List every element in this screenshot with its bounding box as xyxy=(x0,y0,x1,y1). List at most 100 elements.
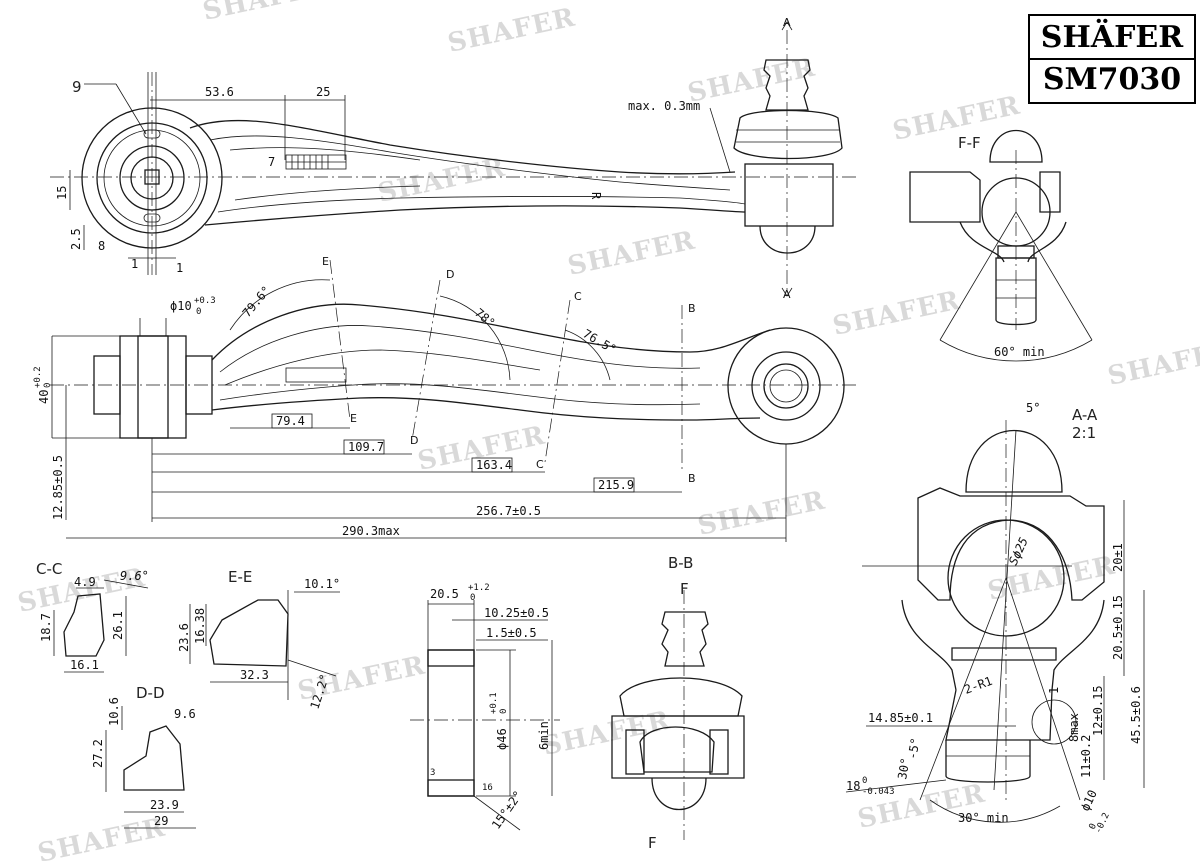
section-cc: C-C 4.9 9.6° 18.7 26.1 16.1 xyxy=(36,560,149,673)
section-ff: F-F 60° min xyxy=(909,129,1093,362)
aa-dim-5: 5° xyxy=(1026,401,1040,415)
dim-7: 7 xyxy=(268,155,275,169)
bushing-tol-lower: 0 xyxy=(470,593,475,603)
aa-dim-1: 1 xyxy=(1047,687,1061,694)
ee-dim-32-3: 32.3 xyxy=(240,668,269,682)
bushing-d46-tol-lower: 0 xyxy=(499,709,509,714)
bushing-dim-3: 3 xyxy=(430,768,435,778)
section-bb-mark-f: F xyxy=(680,580,689,598)
watermark: SHAFER xyxy=(695,486,828,542)
cc-dim-26-1: 26.1 xyxy=(111,611,125,640)
dd-dim-9-6: 9.6 xyxy=(174,707,196,721)
watermark: SHAFER xyxy=(540,706,673,762)
section-dd: D-D 10.6 9.6 27.2 23.9 29 xyxy=(91,684,196,829)
height-tol-lower: 0 xyxy=(43,383,53,388)
angle-78: 78° xyxy=(472,306,498,331)
aa-phi10-tol-upper: 0 xyxy=(1088,822,1099,831)
dim-1-left: 1 xyxy=(131,257,138,271)
item-label: 9 xyxy=(72,78,82,96)
offset-dim: 12.85±0.5 xyxy=(51,455,65,520)
section-aa-title: A-A xyxy=(1072,406,1098,424)
part-number: SM7030 xyxy=(1042,62,1182,97)
aa-dim-12: 12±0.15 xyxy=(1091,685,1105,736)
dd-dim-10-6: 10.6 xyxy=(107,697,121,726)
section-ee-title: E-E xyxy=(228,568,252,586)
brand-name: SHÄFER xyxy=(1030,18,1194,60)
cc-dim-9-6: 9.6° xyxy=(120,569,149,583)
bushing-dim-10-25: 10.25±0.5 xyxy=(484,606,549,620)
watermark: SHAFER xyxy=(685,53,818,109)
angle-79-6: 79.6° xyxy=(240,283,274,320)
length-163-4: 163.4 xyxy=(476,458,512,472)
dim-25: 25 xyxy=(316,85,330,99)
section-mark-a: A xyxy=(783,288,791,301)
section-dd-title: D-D xyxy=(136,684,165,702)
aa-d18-tol-upper: 0 xyxy=(862,776,867,786)
top-view: R A A 9 53.6 25 7 15 2.5 8 1 1 max. 0.3m… xyxy=(50,16,860,301)
section-bb: B-B F F xyxy=(611,554,745,852)
section-letter-d: D xyxy=(410,434,418,447)
section-letter-c: C xyxy=(574,290,582,303)
bushing-dim-16: 16 xyxy=(482,783,493,793)
bushing-tol-upper: +1.2 xyxy=(468,583,490,593)
bushing-angle: 15°±2° xyxy=(489,788,525,832)
aa-dim-20: 20±1 xyxy=(1111,543,1125,572)
bore-tol-upper: +0.3 xyxy=(194,296,216,306)
dim-1-right: 1 xyxy=(176,261,183,275)
watermark: SHAFER xyxy=(1105,336,1200,392)
watermark: SHAFER xyxy=(985,551,1118,607)
length-109-7: 109.7 xyxy=(348,440,384,454)
section-ee: E-E 10.1° 23.6 16.38 32.3 12.2° xyxy=(177,568,340,711)
aa-dim-11: 11±0.2 xyxy=(1079,735,1093,778)
section-bb-title: B-B xyxy=(668,554,693,572)
dim-15: 15 xyxy=(55,186,69,200)
cc-dim-18-7: 18.7 xyxy=(39,613,53,642)
bushing-dim-6min: 6min xyxy=(537,721,551,750)
aa-dim-20-5: 20.5±0.15 xyxy=(1111,595,1125,660)
cc-dim-16-1: 16.1 xyxy=(70,658,99,672)
aa-dim-30min: 30° min xyxy=(958,811,1009,825)
front-view: ϕ10 +0.3 0 E E D D C C B B 79.6° 78° 76.… xyxy=(33,255,860,542)
section-cc-title: C-C xyxy=(36,560,62,578)
length-215-9: 215.9 xyxy=(598,478,634,492)
length-79-4: 79.4 xyxy=(276,414,305,428)
bushing-dim-phi46: ϕ46 xyxy=(495,728,509,750)
bushing-dim-20-5: 20.5 xyxy=(430,587,459,601)
height-tol-upper: +0.2 xyxy=(33,366,43,388)
aa-phi10-tol-lower: -0.2 xyxy=(1094,811,1112,835)
dd-dim-27-2: 27.2 xyxy=(91,739,105,768)
watermark: SHAFER xyxy=(890,91,1023,147)
aa-dim-2r1: 2-R1 xyxy=(962,674,994,697)
aa-dim-8max: 8max xyxy=(1067,713,1081,742)
section-aa-scale: 2:1 xyxy=(1072,424,1096,442)
bore-tol-lower: 0 xyxy=(196,307,201,317)
dim-2-5: 2.5 xyxy=(69,228,83,250)
dd-dim-29: 29 xyxy=(154,814,168,828)
aa-dim-30: 30° xyxy=(895,757,913,781)
bushing-d46-tol-upper: +0.1 xyxy=(489,692,499,714)
aa-dim-phi10: ϕ10 xyxy=(1078,788,1100,814)
watermark: SHAFER xyxy=(35,813,168,868)
section-ff-title: F-F xyxy=(958,134,981,152)
side-mark: R xyxy=(589,192,603,200)
length-256-7: 256.7±0.5 xyxy=(476,504,541,518)
ee-dim-23-6: 23.6 xyxy=(177,623,191,652)
section-letter-c: C xyxy=(536,458,544,471)
angle-76-5: 76.5° xyxy=(581,326,619,356)
bushing-dim-1-5: 1.5±0.5 xyxy=(486,626,537,640)
aa-dim-s25: Sϕ25 xyxy=(1006,535,1031,567)
section-letter-b: B xyxy=(688,472,696,485)
section-letter-e: E xyxy=(322,255,329,268)
aa-dim-18: 18 xyxy=(846,779,860,793)
cc-dim-4-9: 4.9 xyxy=(74,575,96,589)
ff-angle: 60° min xyxy=(994,345,1045,359)
watermark: SHAFER xyxy=(830,286,963,342)
section-aa: A-A 2:1 5° Sϕ25 20±1 20.5±0.15 45.5±0.6 … xyxy=(845,401,1145,835)
section-letter-e: E xyxy=(350,412,357,425)
ee-dim-10-1: 10.1° xyxy=(304,577,340,591)
dd-dim-23-9: 23.9 xyxy=(150,798,179,812)
watermark: SHAFER xyxy=(445,3,578,59)
dim-53-6: 53.6 xyxy=(205,85,234,99)
watermark: SHAFER xyxy=(375,153,508,209)
